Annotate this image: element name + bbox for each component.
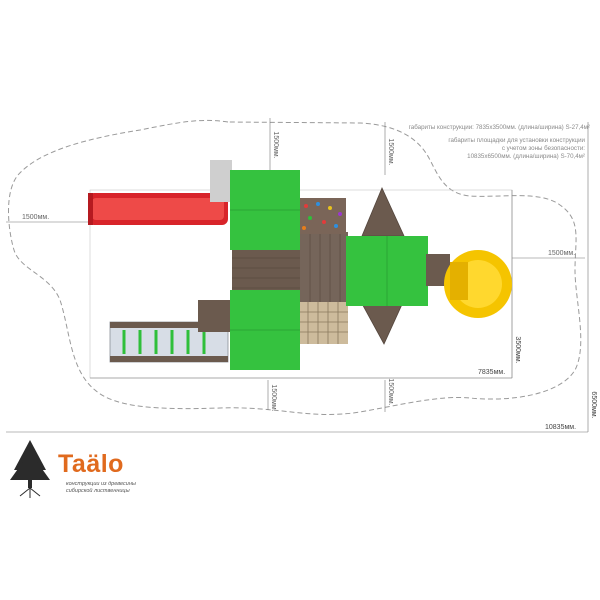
pointed-roof-top [361, 187, 405, 237]
dim-total-length: 10835мм. [545, 424, 576, 431]
safety-zone-note: габариты площадки для установки конструк… [360, 137, 585, 161]
dim-right: 1500мм. [548, 250, 575, 257]
brand-block: Taälo конструкции из древесины сибирской… [6, 440, 166, 500]
dim-total-width: 6500мм. [590, 391, 597, 418]
dim-top-left: 1500мм. [272, 131, 279, 158]
dim-top-right: 1500мм. [387, 138, 394, 165]
green-roof-left-top [230, 170, 300, 250]
construction-size-note: габариты конструкции: 7835х3500мм. (длин… [408, 124, 590, 131]
climbing-wall [298, 198, 346, 234]
yellow-tube-slide [444, 250, 512, 318]
red-slide [88, 193, 228, 225]
green-roof-left-bottom [230, 290, 300, 370]
cargo-net [298, 302, 348, 344]
brand-tagline: конструкции из древесины сибирской листв… [66, 481, 136, 494]
dim-bottom-right: 1500мм. [387, 378, 394, 405]
pointed-roof-bottom [359, 299, 405, 345]
side-platform [198, 300, 232, 332]
side-post [210, 160, 232, 202]
brand-tagline-line-1: конструкции из древесины [66, 481, 136, 487]
brand-tagline-line-2: сибирской лиственницы [66, 487, 130, 494]
safety-zone-line-1: габариты площадки для установки конструк… [448, 137, 585, 144]
dim-width: 3500мм. [514, 336, 521, 363]
tree-logo [10, 440, 50, 498]
safety-zone-outline [8, 119, 582, 415]
safety-zone-line-3: 10835х6500мм. (длина/ширина) S-70,4м² [467, 153, 585, 160]
dim-bottom-left: 1500мм. [270, 384, 277, 411]
dim-left: 1500мм. [22, 214, 49, 221]
green-roof-right [346, 236, 428, 306]
brand-name: Taälo [58, 450, 124, 478]
safety-zone-line-2: с учетом зоны безопасности: [501, 145, 585, 152]
dim-length: 7835мм. [478, 369, 505, 376]
